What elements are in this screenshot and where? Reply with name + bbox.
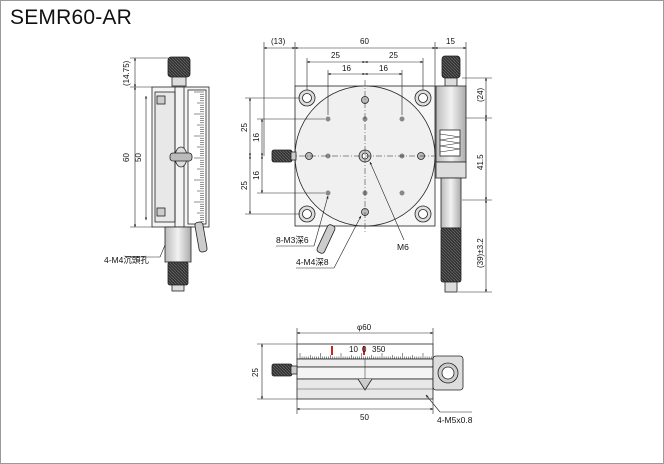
scale-mark-10: 10: [349, 345, 358, 354]
label-m6: M6: [397, 242, 409, 252]
clamp-knob-top: [271, 149, 293, 163]
scale-mark-0: 0: [362, 345, 367, 354]
dim-25-side: 25: [251, 368, 260, 377]
dim-14-75: (14.75): [122, 60, 131, 86]
dim-15: 15: [446, 37, 455, 46]
dim-41-5: 41.5: [476, 154, 485, 170]
dim-16-left-1: 16: [252, 133, 261, 142]
dim-25-a: 25: [331, 51, 340, 60]
label-m4-counterbore: 4-M4沉頭孔: [104, 255, 149, 265]
label-m4-deep: 4-M4深8: [296, 257, 329, 267]
dim-50-side: 50: [360, 413, 369, 422]
scale-mark-350: 350: [372, 345, 386, 354]
dim-60-top: 60: [360, 37, 369, 46]
dim-16-left-2: 16: [252, 171, 261, 180]
dim-60-vertical: 60: [122, 153, 131, 162]
dim-25-b: 25: [389, 51, 398, 60]
dim-25-left-1: 25: [240, 123, 249, 132]
dim-25-left-2: 25: [240, 181, 249, 190]
dim-16-b: 16: [379, 64, 388, 73]
micrometer-left: [164, 226, 192, 263]
dim-50-vertical: 50: [134, 153, 143, 162]
dim-39-tolerance: (39)±3.2: [476, 238, 485, 268]
dim-24: (24): [476, 87, 485, 102]
front-view: [271, 343, 464, 400]
label-m3-holes: 8-M3深6: [276, 235, 309, 245]
knob-top-left: [167, 56, 191, 78]
label-m5: 4-M5x0.8: [437, 415, 473, 425]
dim-16-a: 16: [342, 64, 351, 73]
micrometer-top: [440, 227, 462, 283]
dim-phi-60: φ60: [357, 323, 372, 332]
side-view-left: [151, 56, 210, 292]
dim-13: (13): [271, 37, 286, 46]
top-view: [271, 55, 467, 293]
drawing-title: SEMR60-AR: [10, 6, 132, 29]
knob-top-right: [441, 55, 461, 79]
